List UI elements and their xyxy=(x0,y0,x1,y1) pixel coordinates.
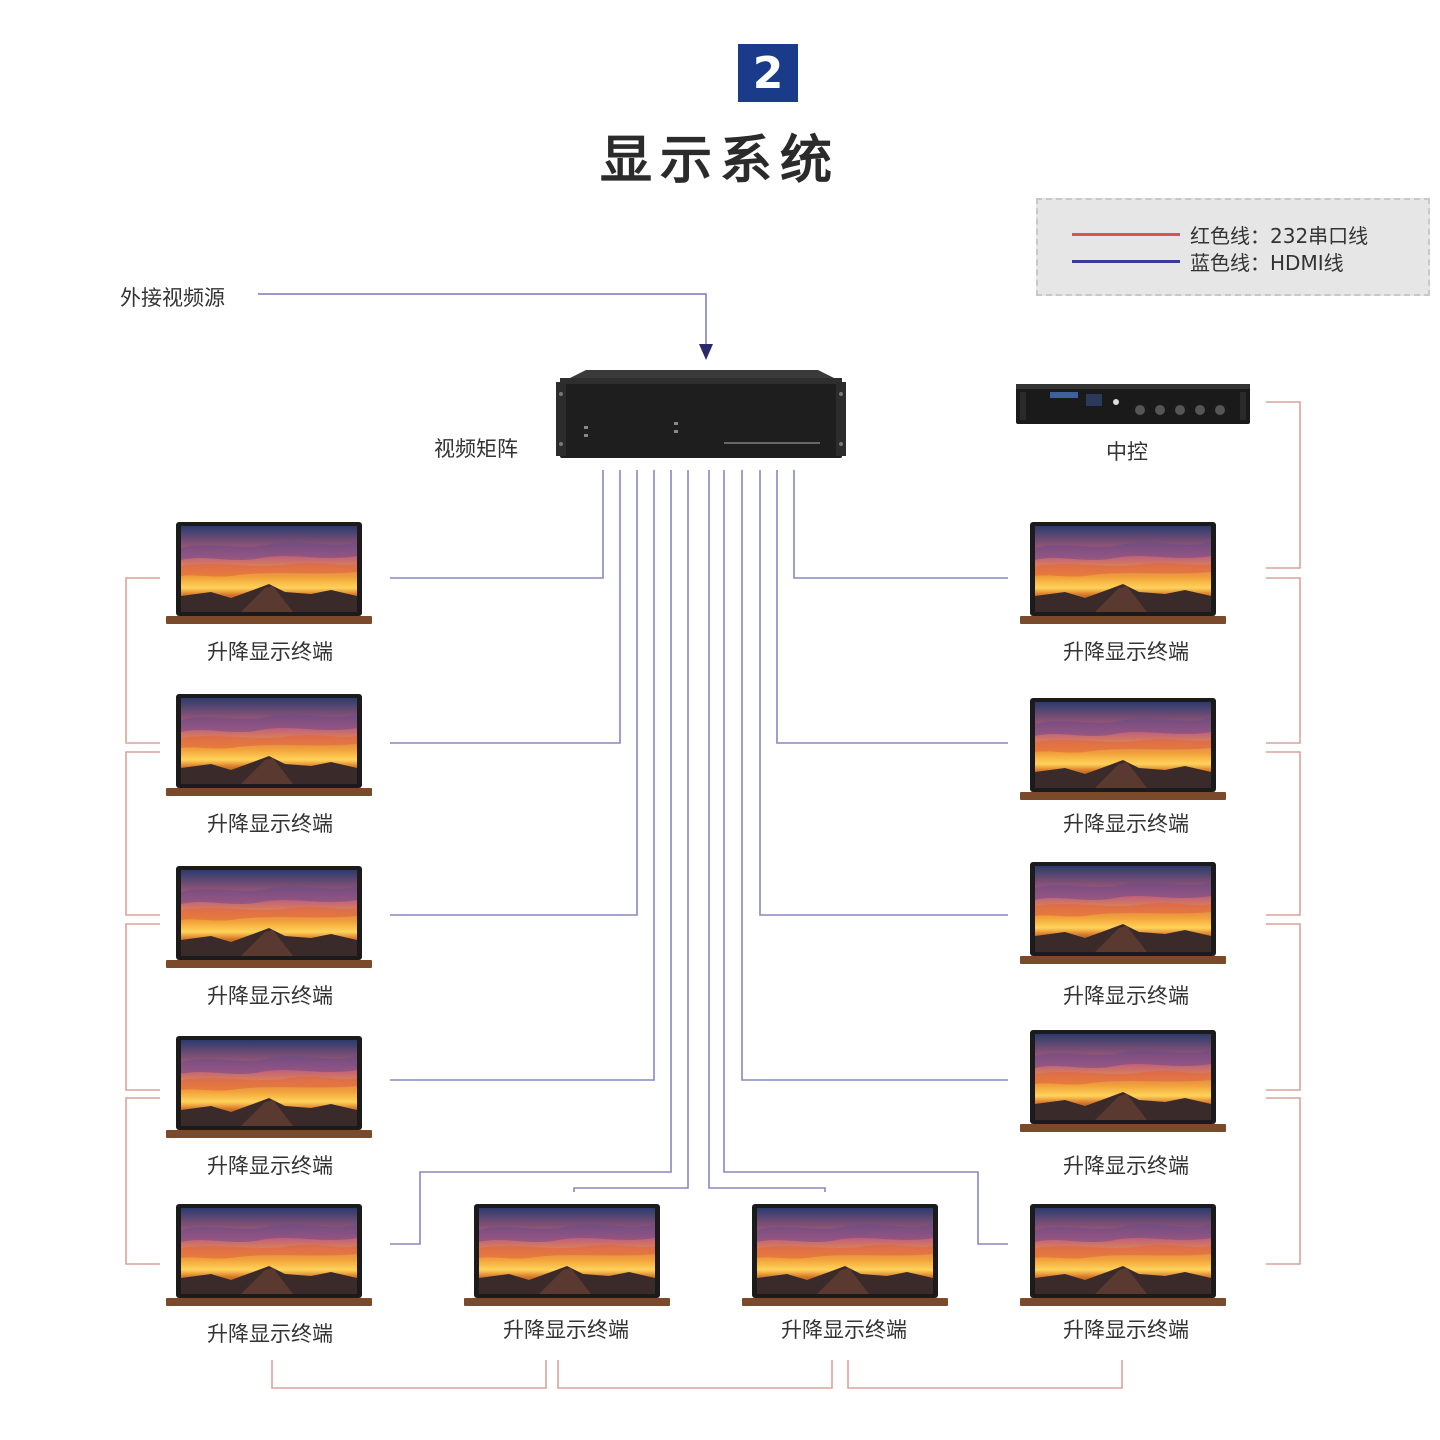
hdmi-line-L1 xyxy=(390,470,604,579)
serial-L4-L5 xyxy=(125,1097,160,1265)
display-terminal-r3 xyxy=(1020,862,1226,968)
serial-lines xyxy=(125,401,1301,1389)
monitor-screen xyxy=(176,1204,362,1298)
section-number-badge: 2 xyxy=(738,44,798,102)
monitor-base xyxy=(742,1298,948,1306)
legend-red-swatch xyxy=(1072,233,1180,236)
hdmi-lines xyxy=(390,470,1008,1245)
legend-serial-label: 红色线：232串口线 xyxy=(1190,224,1369,248)
monitor-base xyxy=(1020,956,1226,964)
hdmi-line-R4 xyxy=(741,470,1008,1081)
monitor-screen xyxy=(176,1036,362,1130)
hdmi-line-B1 xyxy=(573,470,689,1192)
monitor-base xyxy=(1020,1298,1226,1306)
serial-B1-B2 xyxy=(557,1360,833,1389)
diagram-title: 显示系统 xyxy=(599,131,840,191)
monitor-base xyxy=(464,1298,670,1306)
hdmi-line-R5 xyxy=(723,470,1008,1245)
serial-R3-R4 xyxy=(1266,923,1301,1091)
hdmi-line-R3 xyxy=(759,470,1008,916)
hdmi-line-L2 xyxy=(390,470,621,744)
display-terminal-label: 升降显示终端 xyxy=(1063,1154,1189,1178)
monitor-screen xyxy=(176,522,362,616)
external-source-label: 外接视频源 xyxy=(120,286,225,310)
serial-R2-R3 xyxy=(1266,751,1301,916)
display-terminal-b2 xyxy=(742,1204,948,1310)
hdmi-line-R1 xyxy=(793,470,1008,579)
monitor-screen xyxy=(176,694,362,788)
display-terminal-l1 xyxy=(166,522,372,628)
monitor-base xyxy=(166,788,372,796)
display-terminal-l5 xyxy=(166,1204,372,1310)
video-matrix-label: 视频矩阵 xyxy=(434,437,518,461)
monitor-base xyxy=(166,960,372,968)
monitor-base xyxy=(166,1130,372,1138)
hdmi-line-B2 xyxy=(708,470,826,1192)
display-terminal-label: 升降显示终端 xyxy=(207,1154,333,1178)
display-terminal-label: 升降显示终端 xyxy=(781,1318,907,1342)
legend-blue-swatch xyxy=(1072,260,1180,263)
display-terminal-label: 升降显示终端 xyxy=(1063,984,1189,1008)
monitor-screen xyxy=(474,1204,660,1298)
monitor-screen xyxy=(1030,1030,1216,1124)
display-terminal-l2 xyxy=(166,694,372,800)
serial-L3-L4 xyxy=(125,923,160,1091)
display-terminal-l4 xyxy=(166,1036,372,1142)
serial-L2-L3 xyxy=(125,751,160,916)
display-terminal-label: 升降显示终端 xyxy=(1063,812,1189,836)
monitor-base xyxy=(1020,616,1226,624)
display-terminal-label: 升降显示终端 xyxy=(207,640,333,664)
display-terminal-label: 升降显示终端 xyxy=(503,1318,629,1342)
central-controller-device xyxy=(1016,380,1250,428)
monitor-screen xyxy=(1030,862,1216,956)
display-terminal-label: 升降显示终端 xyxy=(1063,640,1189,664)
display-terminal-label: 升降显示终端 xyxy=(207,1322,333,1346)
display-terminal-r1 xyxy=(1020,522,1226,628)
serial-L1-L2 xyxy=(125,577,160,744)
display-terminal-label: 升降显示终端 xyxy=(207,984,333,1008)
serial-ctrl-R1 xyxy=(1266,401,1301,569)
display-terminal-label: 升降显示终端 xyxy=(1063,1318,1189,1342)
legend-hdmi-label: 蓝色线：HDMI线 xyxy=(1190,251,1344,275)
display-terminal-r4 xyxy=(1020,1030,1226,1136)
monitor-screen xyxy=(176,866,362,960)
monitor-base xyxy=(166,616,372,624)
hdmi-line-L5 xyxy=(390,470,672,1245)
source-arrow-line xyxy=(258,293,707,352)
monitor-screen xyxy=(752,1204,938,1298)
hdmi-line-L3 xyxy=(390,470,638,916)
monitor-base xyxy=(166,1298,372,1306)
serial-R4-R5 xyxy=(1266,1097,1301,1265)
display-terminal-b1 xyxy=(464,1204,670,1310)
hdmi-line-L4 xyxy=(390,470,655,1081)
monitor-screen xyxy=(1030,522,1216,616)
source-arrowhead xyxy=(699,344,713,360)
serial-L5-B1 xyxy=(271,1360,547,1389)
serial-R1-R2 xyxy=(1266,577,1301,744)
monitor-screen xyxy=(1030,1204,1216,1298)
controller-label: 中控 xyxy=(1106,440,1148,464)
legend: 红色线：232串口线 蓝色线：HDMI线 xyxy=(1036,198,1430,296)
serial-B2-R5 xyxy=(847,1360,1123,1389)
hdmi-line-R2 xyxy=(776,470,1008,744)
display-terminal-r5 xyxy=(1020,1204,1226,1310)
display-terminal-r2 xyxy=(1020,698,1226,804)
video-matrix-device xyxy=(556,368,846,460)
monitor-base xyxy=(1020,792,1226,800)
display-terminal-label: 升降显示终端 xyxy=(207,812,333,836)
display-terminal-l3 xyxy=(166,866,372,972)
monitor-screen xyxy=(1030,698,1216,792)
monitor-base xyxy=(1020,1124,1226,1132)
